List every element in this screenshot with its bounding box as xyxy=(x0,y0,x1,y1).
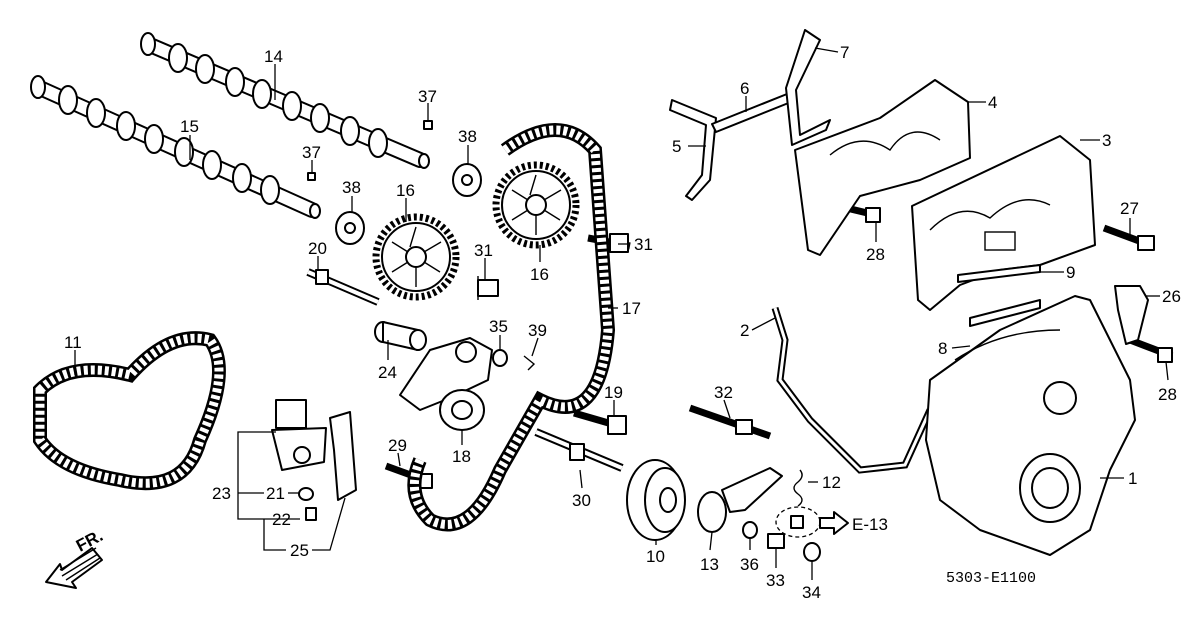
reference-arrow-icon xyxy=(775,506,849,538)
tensioner-lever xyxy=(721,467,783,513)
callout-numbers: 14 15 37 37 38 38 16 16 20 31 31 17 11 2… xyxy=(64,43,1181,602)
bolt-19 xyxy=(573,409,627,435)
retaining-ring xyxy=(697,491,727,533)
bracket-7 xyxy=(785,29,831,146)
callout-17: 17 xyxy=(622,299,641,318)
callout-21: 21 xyxy=(266,484,285,503)
callout-3: 3 xyxy=(1102,131,1111,150)
leader-lines xyxy=(74,47,1169,580)
bolt-28-right xyxy=(1128,336,1174,363)
callout-37-lower: 37 xyxy=(302,143,321,162)
callout-31-right: 31 xyxy=(634,235,653,254)
callout-11: 11 xyxy=(64,333,82,352)
callout-7: 7 xyxy=(840,43,849,62)
tensioner-bracket xyxy=(329,411,357,501)
camshaft-upper xyxy=(140,32,430,169)
callout-18: 18 xyxy=(452,447,471,466)
cam-pulley-left xyxy=(372,213,460,301)
callout-32: 32 xyxy=(714,383,733,402)
callout-28-right: 28 xyxy=(1158,385,1177,404)
gasket xyxy=(771,306,934,474)
callout-10: 10 xyxy=(646,547,665,566)
washer-35 xyxy=(492,349,508,367)
callout-5: 5 xyxy=(672,137,681,156)
tensioner-collar xyxy=(374,321,427,351)
bolt-22 xyxy=(305,507,317,521)
washer-36 xyxy=(742,521,758,539)
cam-pulley-right xyxy=(492,161,580,249)
tensioner-arm xyxy=(399,337,493,411)
callout-30: 30 xyxy=(572,491,591,510)
callout-19: 19 xyxy=(604,383,623,402)
front-direction-label: FR. xyxy=(73,526,106,556)
callout-25: 25 xyxy=(290,541,309,560)
bolt-30 xyxy=(534,428,624,472)
small-nut-upper xyxy=(423,120,433,130)
tensioner-pulley xyxy=(439,389,485,431)
callout-26: 26 xyxy=(1162,287,1181,306)
bracket-26 xyxy=(1114,285,1149,345)
callout-28-upper: 28 xyxy=(866,245,885,264)
callout-38-right: 38 xyxy=(458,127,477,146)
callout-39: 39 xyxy=(528,321,547,340)
seal-8 xyxy=(969,299,1041,327)
callout-16-left: 16 xyxy=(396,181,415,200)
callout-29: 29 xyxy=(388,436,407,455)
tension-spring xyxy=(793,469,803,507)
callout-38-left: 38 xyxy=(342,178,361,197)
bolt-27 xyxy=(1102,224,1155,251)
bolt-20 xyxy=(306,268,380,306)
clip-39 xyxy=(523,355,536,371)
callout-35: 35 xyxy=(489,317,508,336)
pulley-washer-right xyxy=(452,163,482,197)
bracket-5 xyxy=(669,99,717,201)
callout-37-upper: 37 xyxy=(418,87,437,106)
callout-22: 22 xyxy=(272,510,291,529)
callout-34: 34 xyxy=(802,583,821,602)
callout-6: 6 xyxy=(740,79,749,98)
pulley-washer-left xyxy=(335,211,365,245)
diagram-code: 5303-E1100 xyxy=(946,570,1036,587)
callout-31-left: 31 xyxy=(474,241,493,260)
callout-16-right: 16 xyxy=(530,265,549,284)
callout-9: 9 xyxy=(1066,263,1075,282)
reference-label: E-13 xyxy=(852,515,888,534)
auto-tensioner xyxy=(271,399,327,471)
callout-23: 23 xyxy=(212,484,231,503)
lower-cover xyxy=(925,295,1136,556)
bolt-32 xyxy=(688,404,772,440)
nut-21 xyxy=(298,487,314,501)
nut-34 xyxy=(803,542,821,562)
callout-13: 13 xyxy=(700,555,719,574)
small-nut-lower xyxy=(307,172,316,181)
callout-24: 24 xyxy=(378,363,397,382)
timing-belt xyxy=(407,123,616,532)
callout-8: 8 xyxy=(938,339,947,358)
callout-12: 12 xyxy=(822,473,841,492)
callout-36: 36 xyxy=(740,555,759,574)
callout-27: 27 xyxy=(1120,199,1139,218)
balancer-belt xyxy=(33,331,226,491)
upper-cover-back xyxy=(794,79,971,256)
bolt-33 xyxy=(767,533,785,549)
front-arrow-icon xyxy=(45,547,103,589)
callout-1: 1 xyxy=(1128,469,1137,488)
callout-15: 15 xyxy=(180,117,199,136)
callout-20: 20 xyxy=(308,239,327,258)
callout-2: 2 xyxy=(740,321,749,340)
callout-33: 33 xyxy=(766,571,785,590)
callout-4: 4 xyxy=(988,93,997,112)
idler-pulley xyxy=(626,459,686,541)
bolt-31-left xyxy=(477,276,499,300)
bracket-6 xyxy=(711,91,797,133)
callout-14: 14 xyxy=(264,47,283,66)
camshaft-lower xyxy=(30,75,321,219)
